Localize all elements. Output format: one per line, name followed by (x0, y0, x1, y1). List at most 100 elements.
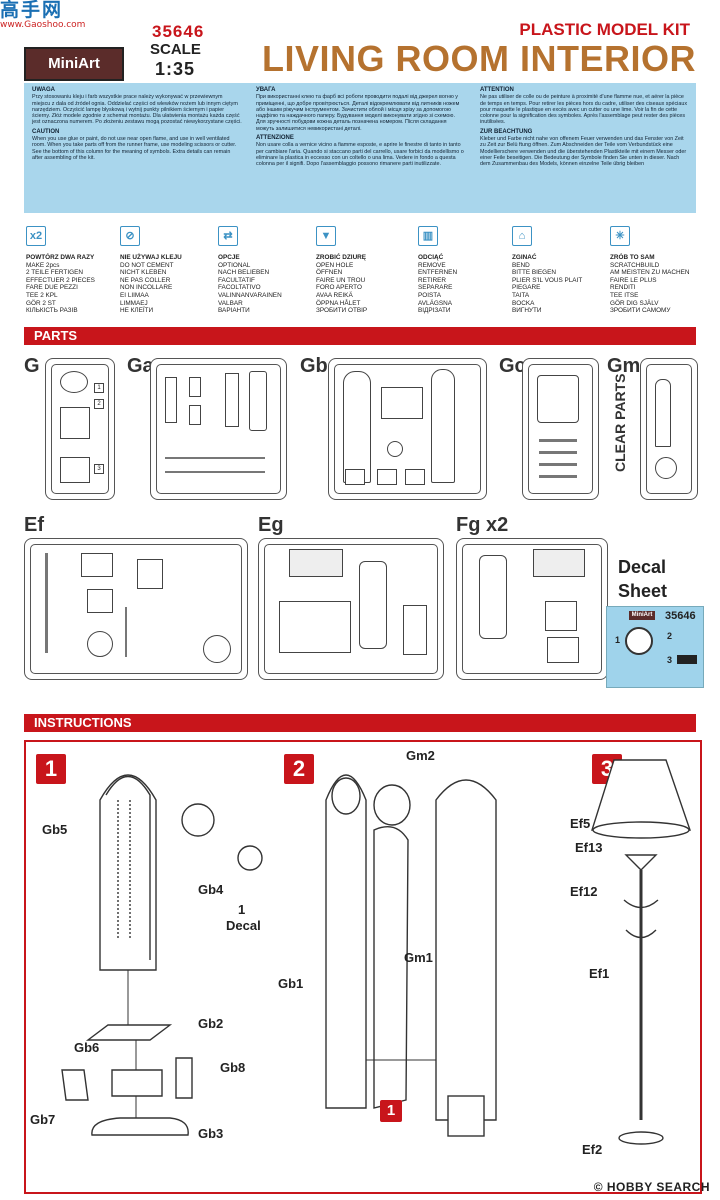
part-eg (359, 561, 387, 649)
clear-parts-label: CLEAR PARTS (612, 373, 628, 472)
symbol-text: ЗРОБИТИ САМОМУ (610, 307, 671, 315)
sprue-label-ef: Ef (24, 514, 44, 536)
part-g2 (60, 407, 90, 439)
callout-gb4: Gb4 (198, 882, 224, 897)
callout-gb7: Gb7 (30, 1112, 56, 1127)
symbol-text: ÖPPNA HÅLET (316, 299, 361, 307)
symbol-text: ENTFERNEN (418, 269, 458, 277)
scale-label: SCALE (150, 41, 201, 58)
symbol-text: FACULTATIF (218, 276, 255, 284)
scratchbuild-icon: ✳ (610, 226, 630, 246)
optional-icon: ⇄ (218, 226, 238, 246)
part-ef (87, 631, 113, 657)
watermark-url: www.Gaoshoo.com (0, 20, 86, 30)
symbol-text: ВІДРІЗАТИ (418, 307, 451, 315)
symbol-text: ÖFFNEN (316, 269, 343, 277)
callout-gb3: Gb3 (198, 1126, 224, 1141)
watermark: 高手网 www.Gaoshoo.com (0, 0, 86, 32)
part-gb (431, 369, 455, 483)
decal-strip (677, 655, 697, 664)
part-gb (381, 387, 423, 419)
instructions-heading: INSTRUCTIONS (24, 714, 696, 732)
symbol-text: RENDITI (610, 284, 636, 292)
sprue-label-fg: Fg x2 (456, 514, 509, 536)
callout-step-ref: 1 (380, 1100, 402, 1122)
part-fg (479, 555, 507, 639)
symbol-text: REMOVE (418, 261, 446, 269)
part-g1 (60, 371, 88, 393)
symbol-text: EFFECTUER 2 PIECES (26, 276, 95, 284)
sprue-label-ga: Ga (127, 355, 154, 377)
symbol-text: ВИГНУТИ (512, 307, 542, 315)
symbol-text: FACOLTATIVO (218, 284, 261, 292)
watermark-main: 高手网 (0, 0, 64, 21)
callout-gb5: Gb5 (42, 822, 68, 837)
warning-text: При використанні клею та фарб всі роботи… (256, 94, 460, 132)
symbol-text: NE PAS COLLER (120, 276, 171, 284)
instructions-panel (24, 740, 702, 1194)
warning-text: Ne pas utiliser de colle ou de peinture … (480, 94, 688, 126)
sprue-ga (150, 358, 287, 500)
kit-number: 35646 (152, 22, 205, 41)
callout-ef13: Ef13 (575, 840, 603, 855)
step-1-badge: 1 (36, 754, 66, 784)
warning-column-1: UWAGA Przy stosowaniu kleju i farb wszys… (32, 87, 242, 164)
symbol-text: AM MEISTEN ZU MACHEN (610, 269, 690, 277)
part-eg (279, 601, 351, 653)
no-glue-icon: ⊘ (120, 226, 140, 246)
part-gc (537, 375, 579, 423)
footer-credit: © HOBBY SEARCH (593, 1180, 710, 1194)
callout-gb6: Gb6 (74, 1040, 100, 1055)
symbol-text: MAKE 2pcs (26, 261, 60, 269)
symbol-text: BEND (512, 261, 530, 269)
warning-heading: ATTENTION (480, 87, 514, 93)
symbol-text: FAIRE LE PLUS (610, 276, 657, 284)
symbol-text: ЗРОБИТИ ОТВІР (316, 307, 368, 315)
sprue-fg (456, 538, 608, 680)
symbol-text: SEPARARE (418, 284, 453, 292)
callout-ef12: Ef12 (570, 884, 598, 899)
symbol-text: AVLÄGSNA (418, 299, 452, 307)
sprue-gc (522, 358, 599, 500)
warning-column-3: ATTENTION Ne pas utiliser de colle ou de… (480, 87, 690, 171)
part-gb (377, 469, 397, 485)
page-title: LIVING ROOM INTERIOR (261, 38, 696, 79)
sprue-g: 1 2 3 (45, 358, 115, 500)
warning-column-2: УВАГА При використанні клею та фарб всі … (256, 87, 466, 171)
decal-number: 35646 (665, 610, 696, 622)
part-fg (545, 601, 577, 631)
symbol-text: TEE ITSE (610, 291, 639, 299)
callout-gb8: Gb8 (220, 1060, 246, 1075)
symbol-text: POWTÓRZ DWA RAZY (26, 254, 95, 261)
part-gb (345, 469, 365, 485)
part-ga (189, 405, 201, 425)
symbol-text: BITTE BIEGEN (512, 269, 557, 277)
symbol-text: НЕ КЛЕЇТИ (120, 307, 154, 315)
part-ef (137, 559, 163, 589)
clock-face-decal (625, 627, 653, 655)
part-ga (249, 371, 267, 431)
decal-number-1: 1 (615, 635, 621, 645)
warning-heading: CAUTION (32, 128, 60, 135)
symbol-text: BOCKA (512, 299, 535, 307)
symbol-text: POISTA (418, 291, 441, 299)
miniart-logo: MiniArt (24, 47, 124, 81)
part-ga (225, 373, 239, 427)
decal-number-2: 2 (667, 631, 673, 641)
remove-icon: ▥ (418, 226, 438, 246)
warning-heading: УВАГА (256, 87, 276, 93)
part-ef (81, 553, 113, 577)
decal-logo: MiniArt (629, 611, 655, 620)
symbol-text: TEE 2 KPL (26, 291, 58, 299)
symbol-text: PIEGARE (512, 284, 541, 292)
callout-gm1: Gm1 (404, 950, 433, 965)
symbol-text: RETIRER (418, 276, 447, 284)
symbol-text: FORO APERTO (316, 284, 362, 292)
part-g3 (60, 457, 90, 483)
